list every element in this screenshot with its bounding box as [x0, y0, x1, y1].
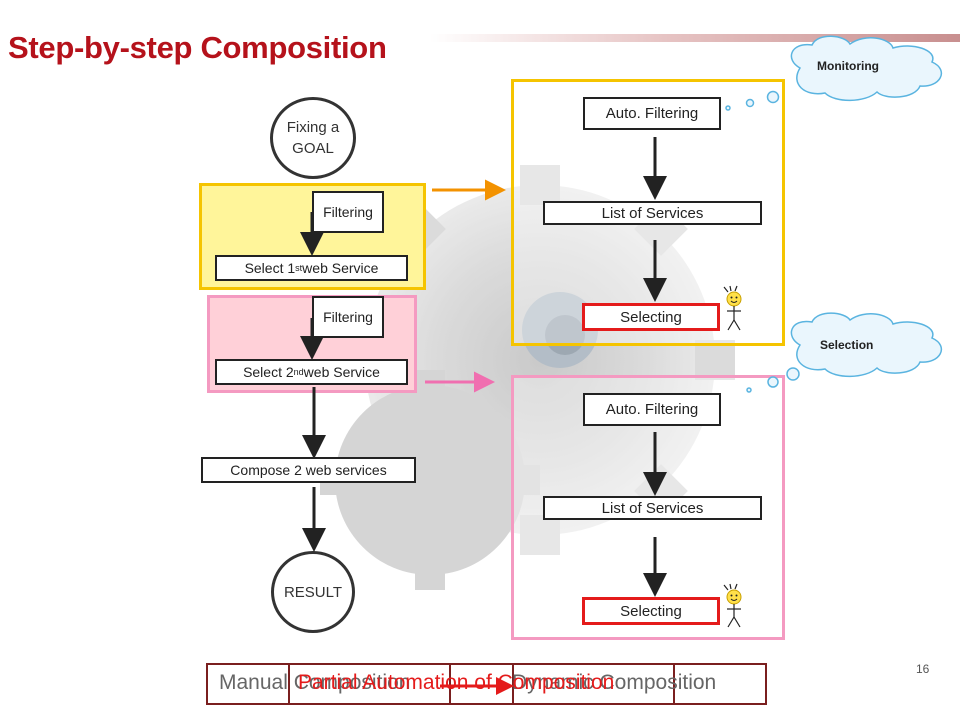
goal-node: Fixing a GOAL [270, 97, 356, 179]
list-services-box-top: List of Services [543, 201, 762, 225]
select-2-sup: nd [293, 367, 304, 377]
list-services-box-bottom: List of Services [543, 496, 762, 520]
manual-composition-text: Manual Composition [219, 671, 411, 694]
partial-segment-left [288, 663, 451, 705]
filtering-label-2: Filtering [323, 309, 373, 325]
composition-spectrum-bar [206, 663, 767, 705]
stick-figure-icon [723, 583, 742, 628]
list-services-label-bottom: List of Services [601, 499, 704, 517]
page-title: Step-by-step Composition [8, 30, 387, 65]
compose-label: Compose 2 web services [230, 462, 387, 478]
goal-line-1: Fixing a [286, 119, 340, 136]
list-services-label-top: List of Services [601, 204, 704, 222]
page-number: 16 [916, 662, 930, 676]
auto-filtering-label-top: Auto. Filtering [605, 105, 699, 122]
select-1-prefix: Select 1 [244, 260, 296, 276]
select-1-suffix: web Service [302, 260, 379, 276]
auto-filtering-box-bottom: Auto. Filtering [583, 393, 721, 426]
select-1-sup: st [295, 263, 303, 273]
selection-cloud-label: Selection [820, 338, 874, 352]
filtering-box-2: Filtering [312, 296, 384, 338]
selecting-label-bottom: Selecting [620, 602, 682, 620]
goal-line-2: GOAL [292, 140, 334, 157]
selecting-box-top: Selecting [582, 303, 720, 331]
thought-cloud-icon [725, 35, 943, 111]
title-rule [430, 34, 960, 42]
stick-figure-icon [723, 285, 742, 331]
selecting-box-bottom: Selecting [582, 597, 720, 625]
result-node: RESULT [271, 551, 355, 633]
monitoring-cloud-label: Monitoring [817, 59, 879, 73]
thought-cloud-icon [746, 312, 943, 393]
select-2-suffix: web Service [303, 364, 380, 380]
auto-filtering-label-bottom: Auto. Filtering [605, 401, 699, 418]
dynamic-composition-text: Dynamic Composition [512, 671, 717, 694]
selecting-label-top: Selecting [620, 308, 682, 326]
result-label: RESULT [283, 583, 343, 601]
auto-filtering-box-top: Auto. Filtering [583, 97, 721, 130]
select-2-prefix: Select 2 [243, 364, 294, 380]
filtering-label-1: Filtering [323, 204, 373, 220]
partial-automation-text: Partial Automation of Composition [298, 671, 615, 694]
